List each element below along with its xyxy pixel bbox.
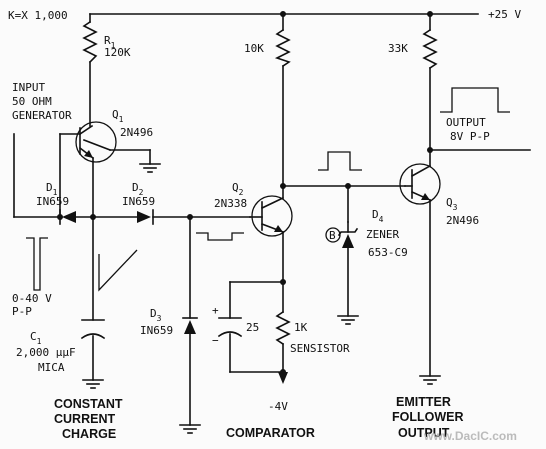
q3-part: 2N496 [446,214,479,227]
node-b-label: B [329,229,336,242]
q2-ref: Q2 [232,181,244,197]
sensistor-type: SENSISTOR [290,342,350,355]
output-label-1: OUTPUT [446,116,486,129]
waveforms [26,87,510,292]
capacitor-c1-symbol [80,319,106,340]
transistor-q3-symbol [399,163,441,205]
d4-ref: D4 [372,208,384,224]
d1-part: IN659 [36,195,69,208]
input-range-1: 0-40 V [12,292,52,305]
input-label-1: INPUT [12,81,45,94]
resistor-33k-symbol [422,28,438,70]
d4-part: 653-C9 [368,246,408,259]
labels: K=X 1,000 +25 V INPUT 50 OHM GENERATOR R… [8,8,521,443]
section-cc-3: CHARGE [62,427,116,441]
comparator-input-wave [196,232,244,241]
section-cc-2: CURRENT [54,412,115,426]
d4-type: ZENER [366,228,399,241]
q2-part: 2N338 [214,197,247,210]
sensistor-value: 1K [294,321,308,334]
resistor-33k-label: 33K [388,42,408,55]
input-pulse-wave [26,237,48,291]
output-label-2: 8V P-P [450,130,490,143]
ground-q1 [139,163,161,173]
cap25-value: 25 [246,321,259,334]
d1-ref: D1 [46,181,58,197]
cap25-plus: + [212,304,219,317]
d2-part: IN659 [122,195,155,208]
q1-part: 2N496 [120,126,153,139]
capacitor-25-symbol [217,317,243,338]
resistor-10k-symbol [274,28,291,68]
sensistor-symbol [275,310,291,346]
section-ef-3: OUTPUT [398,426,450,440]
input-label-3: GENERATOR [12,109,72,122]
ground-symbols [82,163,441,434]
ground-zener [337,315,359,325]
ground-d3 [179,424,201,434]
cap25-minus: − [212,334,219,347]
c1-value: 2,000 µµF [16,346,76,359]
section-cc-1: CONSTANT [54,397,123,411]
r1-value: 120K [104,46,131,59]
neg-supply-arrow [278,372,288,384]
d3-ref: D3 [150,307,162,323]
output-pulse-wave [440,87,510,113]
resistor-10k-label: 10K [244,42,264,55]
diode-d1-symbol [59,209,76,225]
ramp-wave [98,249,138,292]
node-b-circle [325,227,341,243]
r1-ref: R1 [104,34,116,50]
q1-ref: Q1 [112,108,124,124]
d3-part: IN659 [140,324,173,337]
junctions [57,11,433,375]
supply-label: +25 V [488,8,521,21]
diode-d3-symbol [182,317,198,334]
transistor-q2-symbol [249,195,293,237]
neg-supply-label: -4V [268,400,288,413]
section-ef-2: FOLLOWER [392,410,464,424]
input-range-2: P-P [12,305,32,318]
resistor-r1-symbol [82,20,98,64]
watermark: www.DacIC.com [423,429,517,443]
ground-c1 [82,379,104,389]
c1-type: MICA [38,361,65,374]
transistor-q1-symbol [75,121,117,163]
diode-d2-symbol [137,209,154,225]
wires [13,13,531,426]
d2-ref: D2 [132,181,144,197]
collector-pulse-wave [318,151,362,171]
zener-d4-symbol [337,221,359,248]
input-label-2: 50 OHM [12,95,52,108]
section-ef-1: EMITTER [396,395,451,409]
k-factor-label: K=X 1,000 [8,9,68,22]
c1-ref: C1 [30,330,42,346]
q3-ref: Q3 [446,196,458,212]
ground-q3 [419,375,441,385]
section-comparator: COMPARATOR [226,426,315,440]
